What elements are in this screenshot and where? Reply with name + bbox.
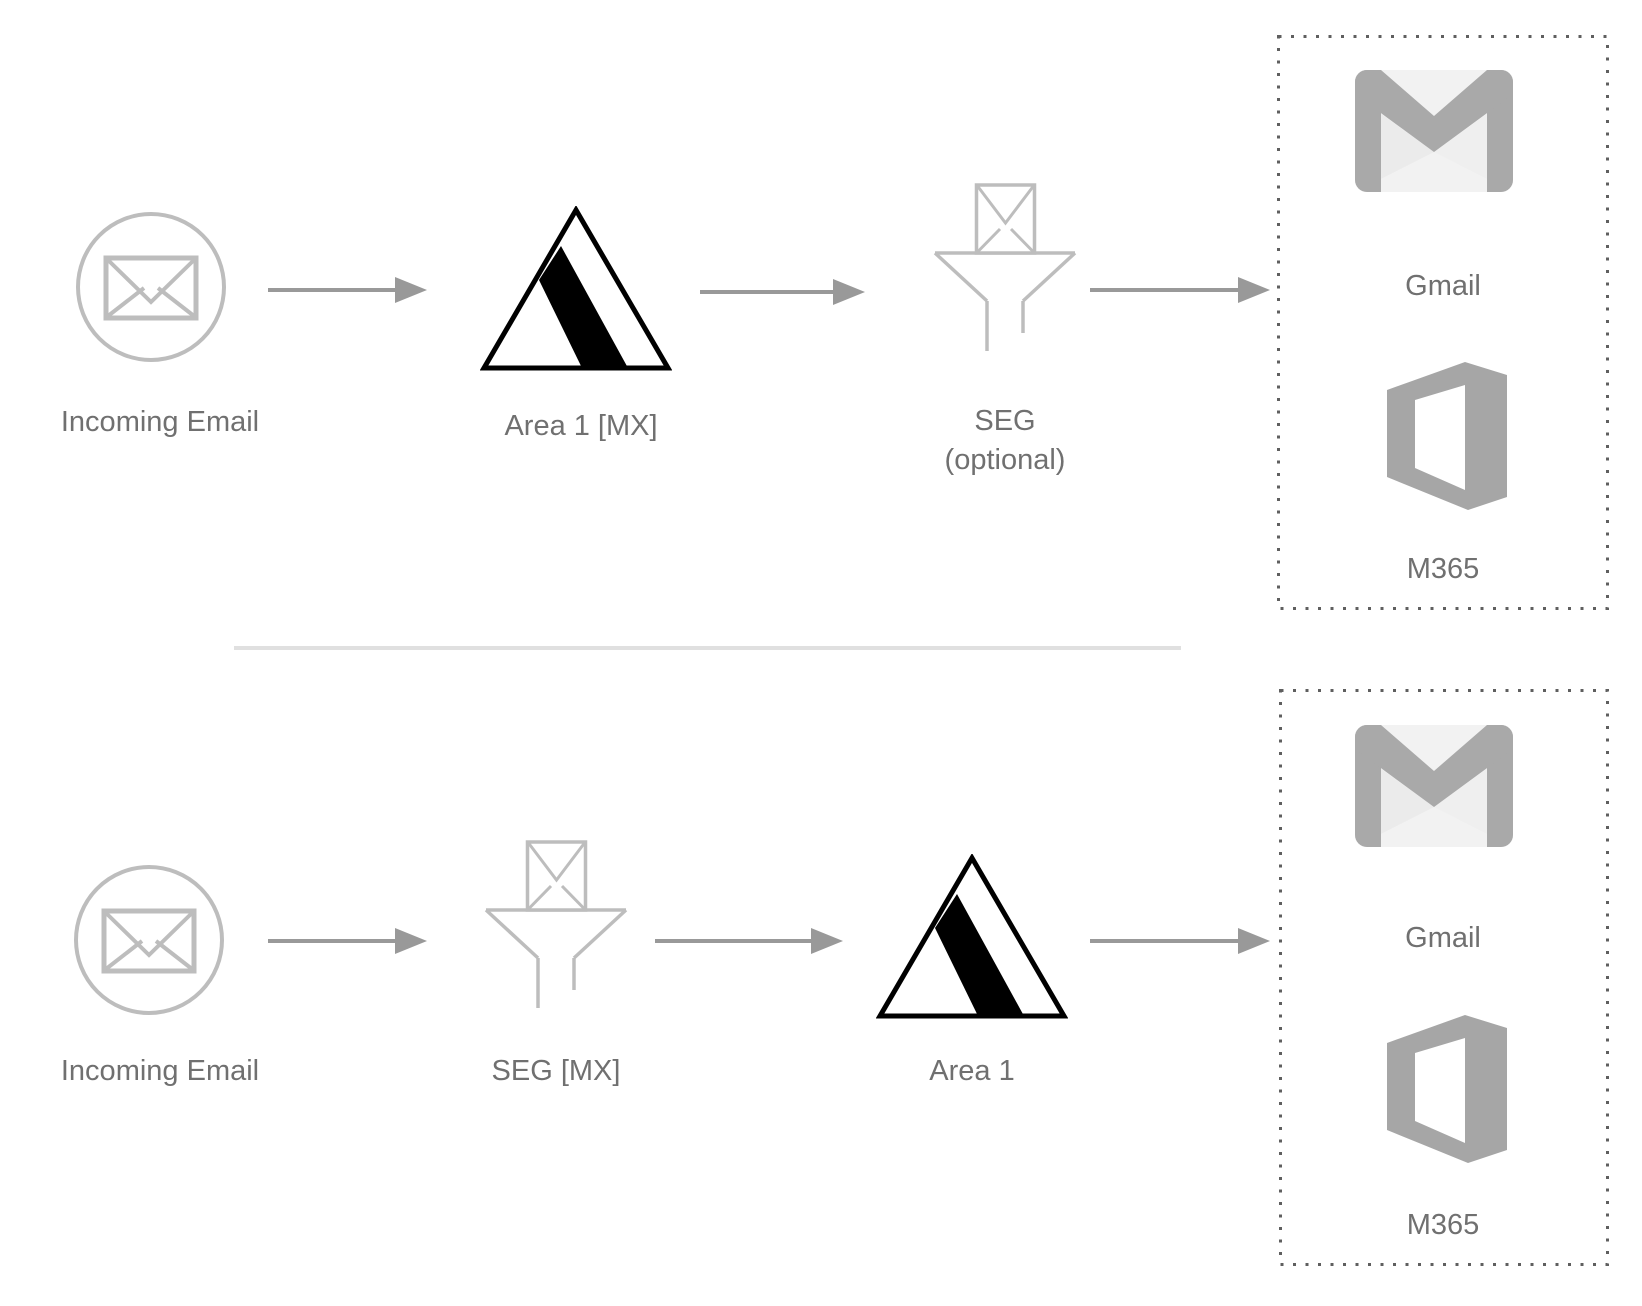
flow-arrow-head: [1238, 277, 1270, 303]
area1-label: Area 1: [929, 1055, 1015, 1087]
m365-label: M365: [1406, 1209, 1480, 1241]
gmail-logo-icon: [1355, 725, 1513, 847]
area1-triangle-logo-icon: [876, 854, 1068, 1019]
gmail-logo-icon: [1355, 70, 1513, 192]
flow-arrow-head: [395, 928, 427, 954]
gmail-label: Gmail: [1405, 922, 1481, 954]
flow-arrow: [700, 290, 833, 294]
flow-arrow: [1090, 939, 1238, 943]
flow-arrow-head: [395, 277, 427, 303]
seg-sublabel: (optional): [944, 444, 1066, 476]
destination-box-top: [1277, 35, 1609, 610]
area1-triangle-logo-icon: [480, 206, 672, 371]
flow-arrow: [1090, 288, 1238, 292]
m365-logo-icon: [1387, 362, 1507, 510]
gmail-label: Gmail: [1405, 270, 1481, 302]
flow-arrow-head: [811, 928, 843, 954]
seg-label: SEG: [974, 405, 1036, 437]
incoming-email-icon: [76, 212, 226, 362]
flow-arrow: [268, 939, 395, 943]
seg-funnel-icon: [484, 840, 628, 1008]
flow-arrow: [268, 288, 395, 292]
seg-optional-label: SEG (optional): [945, 402, 1066, 480]
flow-arrow: [655, 939, 811, 943]
flow-arrow-head: [833, 279, 865, 305]
seg-mx-label: SEG [MX]: [491, 1055, 621, 1087]
section-divider: [234, 646, 1181, 650]
destination-box-bottom: [1279, 689, 1609, 1266]
flow-arrow-head: [1238, 928, 1270, 954]
m365-label: M365: [1406, 553, 1480, 585]
incoming-email-label: Incoming Email: [60, 406, 260, 438]
seg-funnel-icon: [933, 183, 1077, 351]
m365-logo-icon: [1387, 1015, 1507, 1163]
incoming-email-label: Incoming Email: [60, 1055, 260, 1087]
area1-mx-label: Area 1 [MX]: [504, 410, 658, 442]
incoming-email-icon: [74, 865, 224, 1015]
